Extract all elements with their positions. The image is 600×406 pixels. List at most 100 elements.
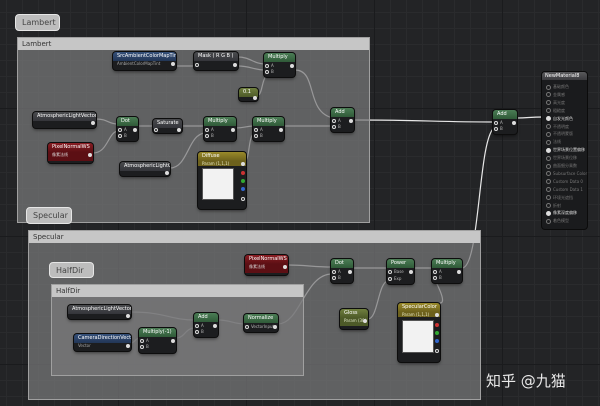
output-pin[interactable] bbox=[273, 325, 277, 329]
input-pin[interactable] bbox=[245, 325, 249, 329]
node-saturate[interactable]: Saturate bbox=[153, 119, 182, 133]
input-pin-b[interactable] bbox=[332, 125, 336, 129]
comment-box-lambert[interactable]: Lambert bbox=[17, 37, 370, 223]
input-pin-a[interactable] bbox=[205, 128, 209, 132]
node-pixel-normal-ws-2[interactable]: PixelNormalWS 像素法线 bbox=[245, 255, 288, 275]
input-pin-a[interactable] bbox=[140, 339, 144, 343]
output-pin[interactable] bbox=[213, 324, 217, 328]
output-pin[interactable] bbox=[253, 96, 257, 100]
node-add-lambert[interactable]: Add A B bbox=[331, 108, 354, 132]
input-pin-b[interactable] bbox=[140, 345, 144, 349]
node-atmospheric-light-color[interactable]: AtmosphericLightColor bbox=[120, 162, 170, 176]
output-pin[interactable] bbox=[171, 62, 175, 66]
input-pin-b[interactable] bbox=[494, 127, 498, 131]
node-multiply-specular[interactable]: Multiply A B bbox=[432, 259, 462, 283]
output-pin[interactable] bbox=[126, 314, 130, 318]
input-pin-a[interactable] bbox=[332, 270, 336, 274]
node-atmospheric-light-vector-2[interactable]: AtmosphericLightVector bbox=[68, 305, 131, 319]
output-pin-rgb[interactable] bbox=[241, 162, 245, 166]
output-pin[interactable] bbox=[279, 128, 283, 132]
result-input-pin[interactable]: Custom Data 1 bbox=[546, 187, 583, 193]
input-pin-a[interactable] bbox=[494, 121, 498, 125]
output-pin-b[interactable] bbox=[435, 339, 439, 343]
node-multiply-top[interactable]: Multiply A B bbox=[264, 53, 295, 77]
node-dot-lambert[interactable]: Dot A B bbox=[117, 117, 138, 141]
node-ambient-color[interactable]: SrcAmbientColorMapTint AmbientColorMapTi… bbox=[113, 52, 176, 70]
node-specular-color-param[interactable]: SpecularColor Param (1,1,1) bbox=[398, 303, 440, 362]
node-normalize[interactable]: Normalize VectorInput bbox=[244, 314, 278, 332]
input-pin-b[interactable] bbox=[433, 276, 437, 280]
result-input-pin[interactable]: Custom Data 0 bbox=[546, 179, 583, 185]
result-input-pin[interactable]: 基础颜色 bbox=[546, 84, 569, 90]
output-pin[interactable] bbox=[363, 319, 367, 323]
input-pin-a[interactable] bbox=[332, 119, 336, 123]
result-input-pin[interactable]: 不透明度 bbox=[546, 124, 569, 130]
comment-tab-lambert[interactable]: Lambert bbox=[15, 14, 60, 31]
output-pin[interactable] bbox=[126, 344, 130, 348]
output-pin-rgb[interactable] bbox=[435, 313, 439, 317]
output-pin[interactable] bbox=[171, 339, 175, 343]
result-input-pin[interactable]: 世界场景位移 bbox=[546, 155, 577, 161]
output-pin[interactable] bbox=[512, 121, 516, 125]
result-input-pin[interactable]: 金属感 bbox=[546, 92, 565, 98]
node-camera-direction-vector[interactable]: CameraDirectionVector Vector bbox=[74, 334, 131, 351]
output-pin-a[interactable] bbox=[435, 349, 439, 353]
output-pin-b[interactable] bbox=[241, 187, 245, 191]
output-pin-r[interactable] bbox=[435, 323, 439, 327]
input-pin-b[interactable] bbox=[205, 134, 209, 138]
input-pin-a[interactable] bbox=[254, 128, 258, 132]
result-input-pin[interactable]: 法线 bbox=[546, 139, 561, 145]
result-input-pin[interactable]: 折射 bbox=[546, 203, 561, 209]
result-input-pin[interactable]: 着色模型 bbox=[546, 218, 569, 224]
input-pin-b[interactable] bbox=[332, 276, 336, 280]
result-input-pin[interactable]: 粗糙度 bbox=[546, 108, 565, 114]
output-pin[interactable] bbox=[349, 119, 353, 123]
output-pin[interactable] bbox=[177, 128, 181, 132]
node-atmospheric-light-vector[interactable]: AtmosphericLightVector bbox=[33, 112, 96, 128]
result-input-pin[interactable]: 曲面细分乘数 bbox=[546, 163, 577, 169]
result-input-pin[interactable]: 世界场景位置偏移 bbox=[546, 147, 585, 153]
result-input-pin[interactable]: 自发光颜色 bbox=[546, 116, 573, 122]
node-dot-specular[interactable]: Dot A B bbox=[331, 259, 353, 283]
node-constant[interactable]: 0.1 bbox=[239, 88, 258, 101]
output-pin[interactable] bbox=[91, 121, 95, 125]
input-pin[interactable] bbox=[195, 63, 199, 67]
result-input-pin[interactable]: 不透明蒙版 bbox=[546, 131, 573, 137]
output-pin[interactable] bbox=[348, 270, 352, 274]
output-pin-r[interactable] bbox=[241, 171, 245, 175]
comment-tab-specular[interactable]: Specular bbox=[26, 207, 72, 224]
output-pin[interactable] bbox=[283, 265, 287, 269]
result-input-pin[interactable]: 环境光遮挡 bbox=[546, 195, 573, 201]
output-pin[interactable] bbox=[457, 270, 461, 274]
input-pin-a[interactable] bbox=[433, 270, 437, 274]
node-add-halfdir[interactable]: Add A B bbox=[194, 313, 218, 337]
node-multiply-mid[interactable]: Multiply A B bbox=[204, 117, 236, 141]
output-pin[interactable] bbox=[231, 128, 235, 132]
output-pin[interactable] bbox=[88, 153, 92, 157]
output-pin[interactable] bbox=[165, 171, 169, 175]
input-pin-base[interactable] bbox=[388, 270, 392, 274]
output-pin-g[interactable] bbox=[435, 331, 439, 335]
input-pin-b[interactable] bbox=[254, 134, 258, 138]
output-pin-a[interactable] bbox=[241, 197, 245, 201]
node-material-result[interactable]: NewMaterial8 基础颜色金属感高光度粗糙度自发光颜色不透明度不透明蒙版… bbox=[542, 72, 587, 229]
output-pin[interactable] bbox=[409, 270, 413, 274]
input-pin-b[interactable] bbox=[265, 70, 269, 74]
comment-tab-halfdir[interactable]: HalfDir bbox=[49, 262, 94, 278]
result-input-pin[interactable]: 像素深度偏移 bbox=[546, 210, 577, 216]
input-pin[interactable] bbox=[154, 128, 158, 132]
output-pin-g[interactable] bbox=[241, 179, 245, 183]
input-pin-exp[interactable] bbox=[388, 277, 392, 281]
node-multiply-negative[interactable]: Multiply(-1) A B bbox=[139, 328, 176, 353]
result-input-pin[interactable]: 高光度 bbox=[546, 100, 565, 106]
input-pin-a[interactable] bbox=[265, 64, 269, 68]
input-pin-a[interactable] bbox=[195, 324, 199, 328]
node-mask[interactable]: Mask ( R G B ) bbox=[194, 52, 238, 70]
output-pin[interactable] bbox=[290, 64, 294, 68]
node-pixel-normal-ws[interactable]: PixelNormalWS 像素法线 bbox=[48, 143, 93, 163]
node-gloss-param[interactable]: Gloss Param (30) bbox=[340, 309, 368, 329]
result-input-pin[interactable]: Subsurface Color bbox=[546, 171, 587, 177]
node-diffuse-param[interactable]: Diffuse Param (1,1,1) bbox=[198, 152, 246, 209]
node-add-final[interactable]: Add A B bbox=[493, 110, 517, 134]
node-power[interactable]: Power Base Exp bbox=[387, 259, 414, 284]
